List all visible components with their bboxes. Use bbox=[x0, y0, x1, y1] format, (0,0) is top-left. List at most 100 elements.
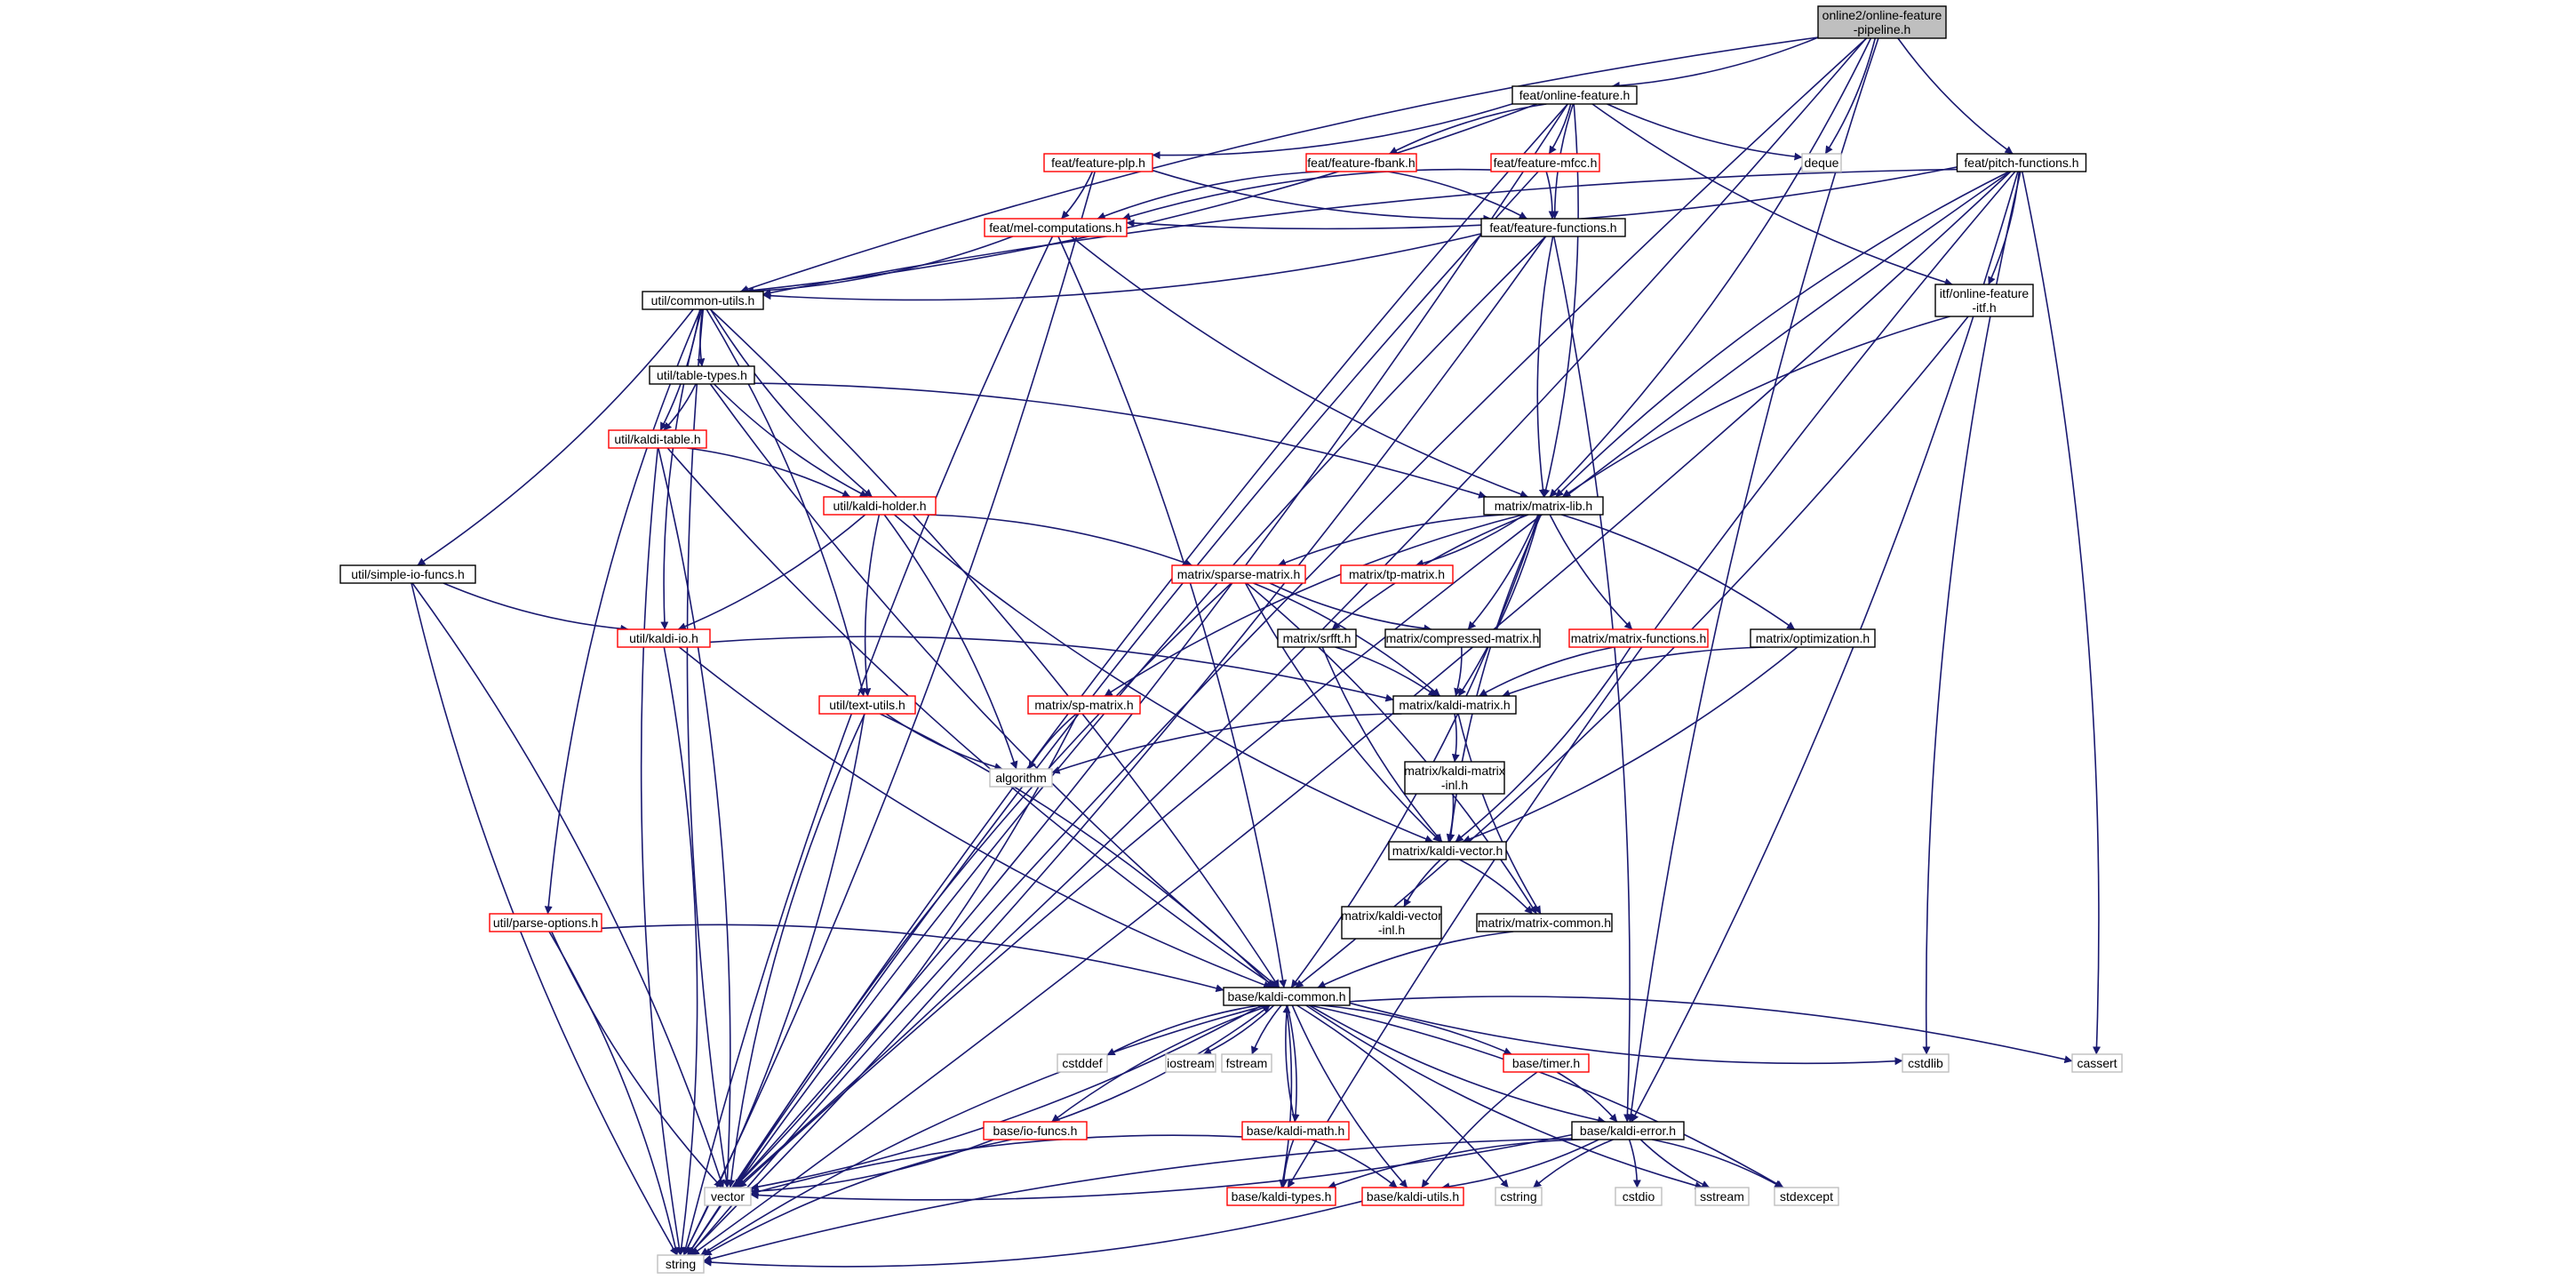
node-label: feat/feature-mfcc.h bbox=[1494, 156, 1598, 170]
node-textutils[interactable]: util/text-utils.h bbox=[818, 695, 916, 715]
node-pipeline[interactable]: online2/online-feature-pipeline.h bbox=[1817, 5, 1947, 39]
node-parseopts[interactable]: util/parse-options.h bbox=[489, 913, 602, 932]
node-cstring[interactable]: cstring bbox=[1495, 1187, 1543, 1206]
node-box bbox=[1503, 1053, 1590, 1073]
node-tpmatrix[interactable]: matrix/tp-matrix.h bbox=[1340, 564, 1454, 584]
node-cstddef[interactable]: cstddef bbox=[1057, 1053, 1108, 1073]
node-iofuncs[interactable]: base/io-funcs.h bbox=[983, 1121, 1088, 1140]
node-pitch[interactable]: feat/pitch-functions.h bbox=[1956, 153, 2087, 172]
node-label: util/simple-io-funcs.h bbox=[351, 567, 465, 581]
node-cstdlib[interactable]: cstdlib bbox=[1902, 1053, 1950, 1073]
node-label: base/kaldi-types.h bbox=[1232, 1189, 1332, 1204]
edge-pipeline-to-deque bbox=[1824, 37, 1877, 155]
node-kmath[interactable]: base/kaldi-math.h bbox=[1241, 1121, 1350, 1140]
node-sparse[interactable]: matrix/sparse-matrix.h bbox=[1171, 564, 1306, 584]
node-box bbox=[1568, 628, 1709, 648]
node-box bbox=[2071, 1053, 2123, 1073]
node-box bbox=[1340, 564, 1454, 584]
node-srfft[interactable]: matrix/srfft.h bbox=[1277, 628, 1357, 648]
node-kvector[interactable]: matrix/kaldi-vector.h bbox=[1388, 841, 1507, 860]
node-label: string bbox=[666, 1257, 696, 1271]
edge-pipeline-to-string bbox=[689, 37, 1868, 1256]
node-matfuncs[interactable]: matrix/matrix-functions.h bbox=[1568, 628, 1709, 648]
node-kutils[interactable]: base/kaldi-utils.h bbox=[1361, 1187, 1464, 1206]
edge-kaldimatrix-to-matcommon bbox=[1457, 713, 1542, 915]
edge-matfuncs-to-kaldimatrix bbox=[1479, 646, 1615, 697]
node-kvecinl[interactable]: matrix/kaldi-vector-inl.h bbox=[1341, 906, 1442, 940]
edge-melcomp-to-kcommon bbox=[1057, 236, 1288, 988]
node-algorithm[interactable]: algorithm bbox=[989, 768, 1053, 788]
edge-kaldiio-to-kaldimatrix bbox=[709, 636, 1394, 702]
node-featfunc[interactable]: feat/feature-functions.h bbox=[1480, 218, 1626, 237]
edge-tabletypes-to-kalditable bbox=[663, 383, 697, 431]
node-box bbox=[1341, 906, 1442, 940]
node-melcomp[interactable]: feat/mel-computations.h bbox=[984, 218, 1128, 237]
node-label: sstream bbox=[1700, 1189, 1744, 1204]
edge-online_feature-to-itf bbox=[1591, 103, 1953, 286]
node-compressed[interactable]: matrix/compressed-matrix.h bbox=[1384, 628, 1541, 648]
node-optim[interactable]: matrix/optimization.h bbox=[1750, 628, 1876, 648]
node-kaldiio[interactable]: util/kaldi-io.h bbox=[617, 628, 711, 648]
node-label: base/kaldi-common.h bbox=[1227, 989, 1345, 1004]
edge-kaldiholder-to-algorithm bbox=[883, 514, 1018, 770]
edge-itf-to-kcommon bbox=[1295, 316, 1969, 988]
edge-pitch-to-vector bbox=[738, 171, 2011, 1188]
edge-kerror-to-sstream bbox=[1639, 1139, 1711, 1188]
node-cassert[interactable]: cassert bbox=[2071, 1053, 2123, 1073]
edge-kerror-to-string bbox=[703, 1138, 1573, 1263]
node-box bbox=[1392, 695, 1517, 715]
edge-pipeline-to-vector bbox=[736, 37, 1867, 1188]
edge-kaldiholder-to-sparse bbox=[926, 514, 1192, 567]
edge-kcommon-to-kerror bbox=[1308, 1004, 1607, 1124]
node-kerror[interactable]: base/kaldi-error.h bbox=[1571, 1121, 1685, 1140]
node-sstream[interactable]: sstream bbox=[1695, 1187, 1750, 1206]
edge-online_feature-to-vector bbox=[734, 103, 1568, 1188]
node-cstdio[interactable]: cstdio bbox=[1615, 1187, 1663, 1206]
edge-spmatrix-to-algorithm bbox=[1028, 713, 1077, 770]
edge-kaldiholder-to-kvector bbox=[893, 514, 1433, 843]
node-label: -pipeline.h bbox=[1854, 22, 1911, 36]
node-matrixlib[interactable]: matrix/matrix-lib.h bbox=[1483, 496, 1604, 516]
node-ktypes[interactable]: base/kaldi-types.h bbox=[1226, 1187, 1336, 1206]
node-kmatinl[interactable]: matrix/kaldi-matrix-inl.h bbox=[1404, 761, 1505, 795]
node-iostream[interactable]: iostream bbox=[1165, 1053, 1216, 1073]
node-matcommon[interactable]: matrix/matrix-common.h bbox=[1476, 913, 1613, 932]
node-kaldiholder[interactable]: util/kaldi-holder.h bbox=[823, 496, 937, 516]
node-plp[interactable]: feat/feature-plp.h bbox=[1043, 153, 1153, 172]
node-kalditable[interactable]: util/kaldi-table.h bbox=[608, 429, 707, 449]
node-commonutils[interactable]: util/common-utils.h bbox=[642, 291, 764, 310]
edge-tabletypes-to-kaldiholder bbox=[714, 383, 868, 498]
edge-kaldimatrix-to-kmatinl bbox=[1451, 713, 1460, 763]
edge-kmath-to-ktypes bbox=[1280, 1139, 1295, 1188]
node-label: iostream bbox=[1167, 1056, 1215, 1070]
node-mfcc[interactable]: feat/feature-mfcc.h bbox=[1490, 153, 1600, 172]
node-timer[interactable]: base/timer.h bbox=[1503, 1053, 1590, 1073]
node-fstream[interactable]: fstream bbox=[1221, 1053, 1272, 1073]
node-label: deque bbox=[1805, 156, 1839, 170]
node-string[interactable]: string bbox=[657, 1254, 705, 1274]
node-spmatrix[interactable]: matrix/sp-matrix.h bbox=[1027, 695, 1141, 715]
node-label: matrix/sp-matrix.h bbox=[1034, 698, 1133, 712]
edge-kcommon-to-string bbox=[700, 1004, 1267, 1256]
node-tabletypes[interactable]: util/table-types.h bbox=[649, 365, 755, 385]
edge-parseopts-to-kcommon bbox=[601, 924, 1224, 993]
node-label: base/kaldi-math.h bbox=[1247, 1124, 1345, 1138]
edge-plp-to-string bbox=[683, 171, 1096, 1256]
node-box bbox=[984, 218, 1128, 237]
node-itf[interactable]: itf/online-feature-itf.h bbox=[1934, 284, 2034, 317]
node-kcommon[interactable]: base/kaldi-common.h bbox=[1223, 987, 1351, 1006]
node-box bbox=[1490, 153, 1600, 172]
node-label: cstddef bbox=[1062, 1056, 1102, 1070]
node-simpleio[interactable]: util/simple-io-funcs.h bbox=[339, 564, 476, 584]
node-online_feature[interactable]: feat/online-feature.h bbox=[1511, 85, 1638, 105]
node-label: util/text-utils.h bbox=[829, 698, 905, 712]
node-stdexcept[interactable]: stdexcept bbox=[1774, 1187, 1839, 1206]
node-deque[interactable]: deque bbox=[1801, 153, 1842, 172]
node-kaldimatrix[interactable]: matrix/kaldi-matrix.h bbox=[1392, 695, 1517, 715]
node-fbank[interactable]: feat/feature-fbank.h bbox=[1305, 153, 1417, 172]
edge-pipeline-to-online_feature bbox=[1611, 36, 1819, 90]
node-vector[interactable]: vector bbox=[704, 1187, 752, 1206]
edge-kaldiholder-to-kaldiio bbox=[677, 514, 866, 630]
edge-kcommon-to-cstdlib bbox=[1349, 1002, 1903, 1066]
